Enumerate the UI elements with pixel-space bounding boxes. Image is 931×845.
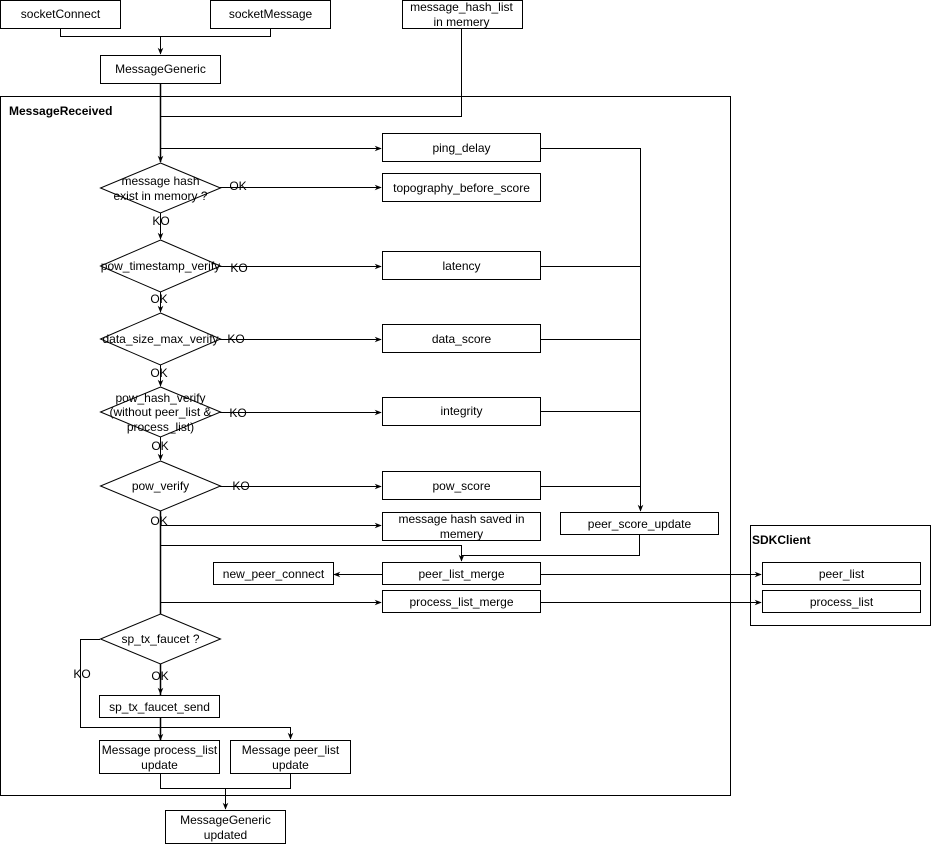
latency-node: latency: [382, 251, 541, 280]
message-peer-list-update-label-1: Message peer_list: [242, 743, 340, 757]
pow-hash-verify-label-2: (without peer_list &: [109, 405, 211, 419]
pow-verify-ok-label: OK: [150, 514, 167, 528]
pow-timestamp-verify-label: pow_timestamp_verify: [101, 259, 220, 273]
sp-tx-faucet-send-label: sp_tx_faucet_send: [109, 700, 210, 714]
timestamp-ok-label: OK: [150, 292, 167, 306]
message-hash-list-node: message_hash_list in memery: [402, 0, 523, 29]
pow-verify-decision: pow_verify: [99, 460, 222, 512]
integrity-label: integrity: [440, 404, 482, 418]
pow-verify-label: pow_verify: [132, 479, 189, 493]
peer-list-merge-label: peer_list_merge: [418, 567, 504, 581]
pow-hash-verify-label-3: process_list): [127, 420, 194, 434]
sp-tx-faucet-decision: sp_tx_faucet ?: [99, 613, 222, 665]
sp-tx-faucet-send-node: sp_tx_faucet_send: [99, 695, 220, 718]
data-size-ko-label: KO: [227, 332, 244, 346]
data-score-label: data_score: [432, 332, 492, 346]
message-received-title: MessageReceived: [9, 104, 112, 118]
message-process-list-update-label-1: Message process_list: [102, 743, 218, 757]
ping-delay-label: ping_delay: [432, 141, 490, 155]
sp-tx-faucet-label: sp_tx_faucet ?: [121, 632, 199, 646]
message-received-container: MessageReceived: [0, 96, 731, 796]
socket-connect-node: socketConnect: [0, 0, 121, 29]
data-size-max-verify-decision: data_size_max_verify: [99, 312, 222, 366]
integrity-node: integrity: [382, 397, 541, 426]
message-process-list-update-label-2: update: [141, 758, 178, 772]
edge-labels: OK KO KO OK KO OK KO OK KO OK KO OK: [73, 179, 249, 683]
new-peer-connect-node: new_peer_connect: [213, 562, 334, 585]
pow-hash-verify-decision: pow_hash_verify (without peer_list & pro…: [99, 386, 222, 438]
hash-exists-label-1: message hash: [121, 174, 199, 188]
message-hash-list-label-1: message_hash_list: [410, 0, 513, 14]
new-peer-connect-label: new_peer_connect: [223, 567, 325, 581]
message-generic-updated-node: MessageGeneric updated: [165, 810, 286, 844]
ping-delay-node: ping_delay: [382, 133, 541, 162]
pow-score-node: pow_score: [382, 471, 541, 500]
hash-exists-label-2: exist in memory ?: [113, 189, 207, 203]
message-generic-updated-label-1: MessageGeneric: [180, 813, 271, 827]
process-list-node: process_list: [762, 590, 921, 613]
timestamp-ko-label: KO: [230, 261, 247, 275]
message-hash-saved-label-1: message hash saved in: [398, 512, 524, 526]
message-process-list-update-node: Message process_list update: [99, 740, 220, 774]
socket-message-node: socketMessage: [210, 0, 331, 29]
process-list-merge-label: process_list_merge: [409, 595, 513, 609]
message-peer-list-update-label-2: update: [272, 758, 309, 772]
message-peer-list-update-node: Message peer_list update: [230, 740, 351, 774]
latency-label: latency: [442, 259, 480, 273]
pow-hash-verify-label-1: pow_hash_verify: [115, 391, 205, 405]
data-size-max-verify-label: data_size_max_verify: [102, 332, 218, 346]
data-score-node: data_score: [382, 324, 541, 353]
topography-before-score-label: topography_before_score: [393, 181, 530, 195]
pow-verify-ko-label: KO: [232, 479, 249, 493]
topography-before-score-node: topography_before_score: [382, 173, 541, 202]
peer-score-update-label: peer_score_update: [588, 517, 692, 531]
message-hash-saved-node: message hash saved in memery: [382, 512, 541, 541]
pow-timestamp-verify-decision: pow_timestamp_verify: [99, 239, 222, 293]
peer-list-merge-node: peer_list_merge: [382, 562, 541, 585]
message-generic-updated-label-2: updated: [204, 828, 247, 842]
message-hash-saved-label-2: memery: [440, 527, 483, 541]
process-list-label: process_list: [810, 595, 874, 609]
peer-list-label: peer_list: [819, 567, 865, 581]
hash-exists-ok-label: OK: [229, 179, 246, 193]
pow-hash-ok-label: OK: [151, 439, 168, 453]
message-generic-node: MessageGeneric: [100, 55, 221, 84]
hash-exists-ko-label: KO: [152, 214, 169, 228]
hash-exists-decision: message hash exist in memory ?: [99, 162, 222, 214]
process-list-merge-node: process_list_merge: [382, 590, 541, 613]
data-size-ok-label: OK: [150, 366, 167, 380]
pow-hash-ko-label: KO: [229, 406, 246, 420]
faucet-ok-label: OK: [151, 669, 168, 683]
pow-score-label: pow_score: [432, 479, 490, 493]
message-hash-list-label-2: in memery: [433, 15, 489, 29]
socket-connect-label: socketConnect: [21, 7, 101, 21]
faucet-ko-label: KO: [73, 667, 90, 681]
socket-message-label: socketMessage: [229, 7, 313, 21]
peer-list-node: peer_list: [762, 562, 921, 585]
sdk-client-title: SDKClient: [752, 533, 811, 547]
peer-score-update-node: peer_score_update: [560, 512, 719, 535]
message-generic-label: MessageGeneric: [115, 62, 206, 76]
